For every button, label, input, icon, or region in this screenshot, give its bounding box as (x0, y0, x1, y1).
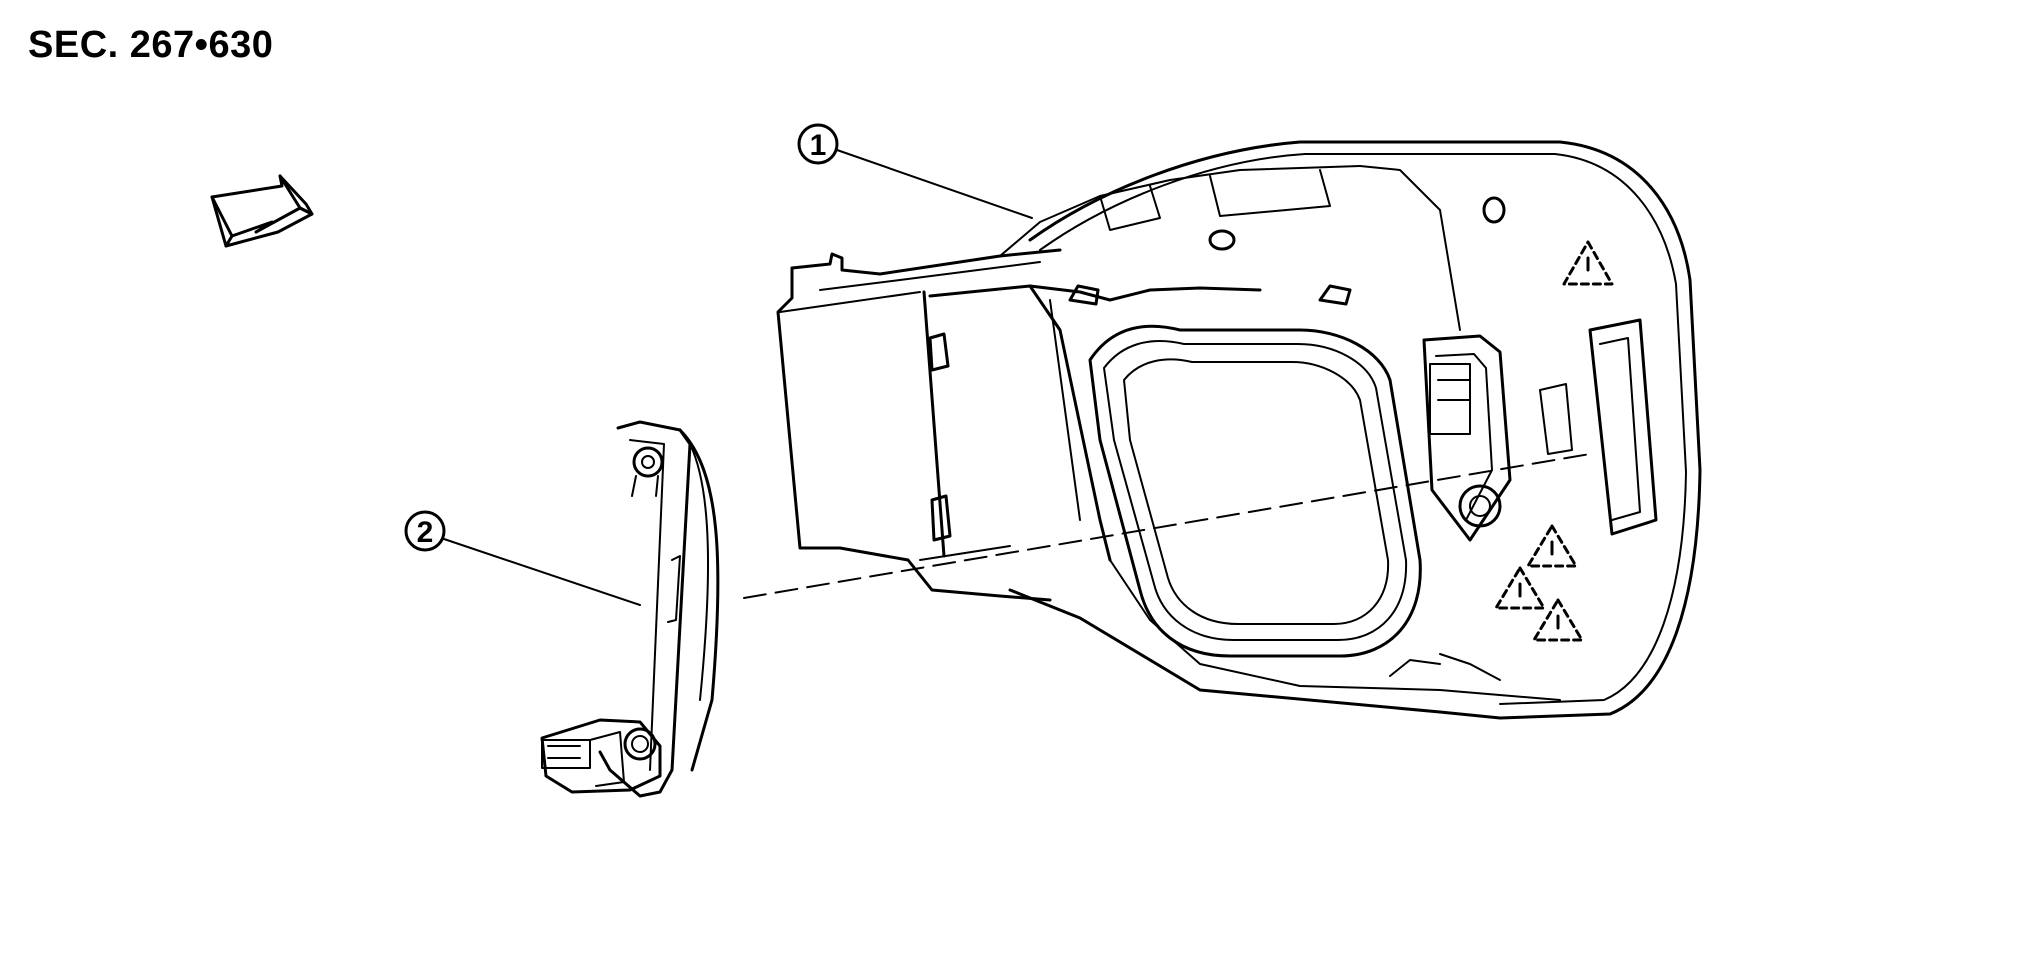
side-marker-lamp (540, 420, 720, 798)
view-direction-arrow-icon (210, 174, 314, 248)
headlamp-housing (776, 140, 1702, 720)
callout-2: 2 (404, 510, 641, 606)
callout-1-number: 1 (810, 129, 827, 162)
caution-triangle-icon (1494, 240, 1614, 642)
callout-2-number: 2 (417, 516, 434, 549)
caution-triangle-marks (1518, 256, 1590, 630)
installation-guide-line (743, 453, 1591, 599)
callout-1: 1 (797, 123, 1033, 219)
section-reference: SEC. 267•630 (28, 24, 274, 66)
